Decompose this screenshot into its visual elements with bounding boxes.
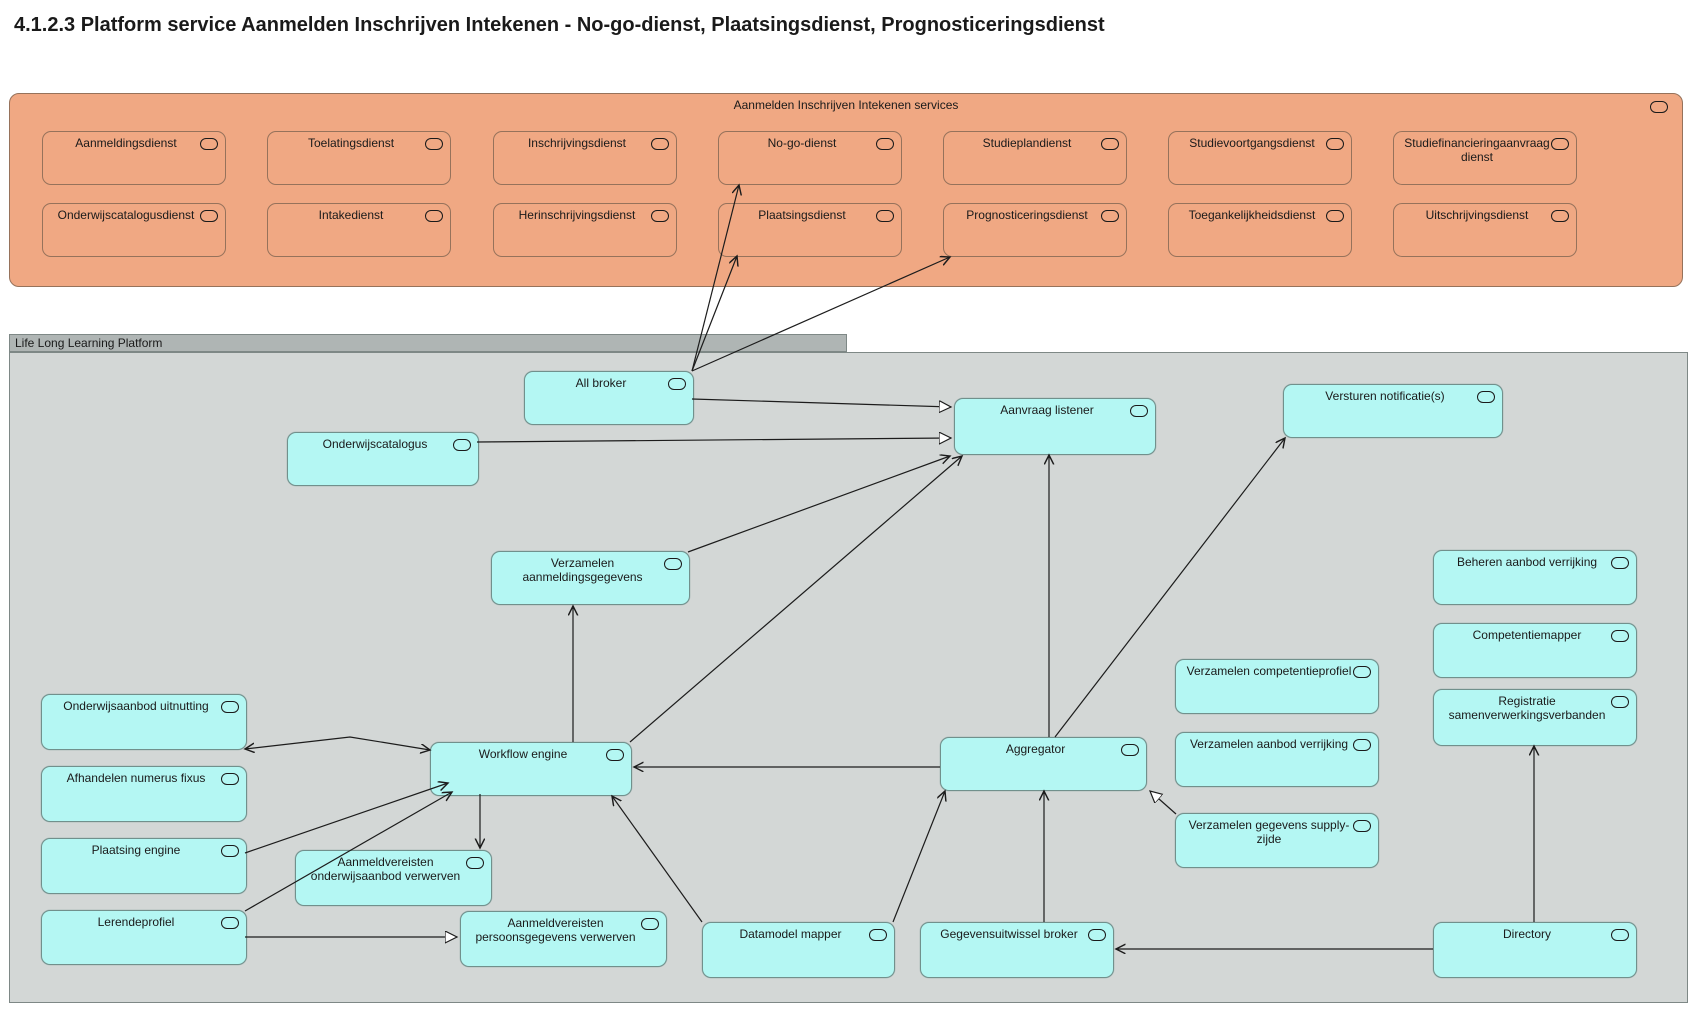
platform-group-tab: Life Long Learning Platform: [9, 334, 847, 352]
application-service-icon: [1353, 820, 1371, 832]
service-aanmeldingsdienst: Aanmeldingsdienst: [42, 131, 226, 185]
application-service-icon: [1130, 405, 1148, 417]
application-service-icon: [876, 138, 894, 150]
application-service-icon: [1101, 210, 1119, 222]
service-studiefinancieringaanvraagdienst: Studiefinancieringaanvraagdienst: [1393, 131, 1577, 185]
application-service-icon: [1121, 744, 1139, 756]
component-verzamelen-gegevens-supply: Verzamelen gegevens supply-zijde: [1175, 813, 1379, 868]
component-afhandelen-numerus-fixus: Afhandelen numerus fixus: [41, 766, 247, 822]
application-service-icon: [1353, 666, 1371, 678]
platform-group-body: [9, 352, 1688, 1003]
application-service-icon: [651, 210, 669, 222]
service-studieplandienst: Studieplandienst: [943, 131, 1127, 185]
component-directory: Directory: [1433, 922, 1637, 978]
component-verzamelen-competentieprofiel: Verzamelen competentieprofiel: [1175, 659, 1379, 714]
page-title: 4.1.2.3 Platform service Aanmelden Insch…: [14, 14, 1105, 36]
application-service-icon: [466, 857, 484, 869]
application-service-icon: [453, 439, 471, 451]
application-service-icon: [1551, 138, 1569, 150]
application-service-icon: [1088, 929, 1106, 941]
component-aggregator: Aggregator: [940, 737, 1147, 791]
component-onderwijscatalogus: Onderwijscatalogus: [287, 432, 479, 486]
component-beheren-aanbod-verrijking: Beheren aanbod verrijking: [1433, 550, 1637, 605]
application-service-icon: [200, 210, 218, 222]
component-registratie-samenverwerkingsverbanden: Registratie samenverwerkingsverbanden: [1433, 689, 1637, 746]
platform-group-label: Life Long Learning Platform: [15, 336, 163, 350]
application-service-icon: [221, 845, 239, 857]
application-service-icon: [221, 701, 239, 713]
component-lerendeprofiel: Lerendeprofiel: [41, 910, 247, 965]
application-service-icon: [200, 138, 218, 150]
application-service-icon: [664, 558, 682, 570]
application-service-icon: [1650, 101, 1668, 113]
application-service-icon: [1611, 630, 1629, 642]
component-competentiemapper: Competentiemapper: [1433, 623, 1637, 678]
application-service-icon: [221, 773, 239, 785]
application-service-icon: [221, 917, 239, 929]
application-service-icon: [1101, 138, 1119, 150]
component-aanmeldvereisten-persoonsgegevens: Aanmeldvereisten persoonsgegevens verwer…: [460, 911, 667, 967]
service-onderwijscatalogusdienst: Onderwijscatalogusdienst: [42, 203, 226, 257]
application-service-icon: [1611, 696, 1629, 708]
component-datamodel-mapper: Datamodel mapper: [702, 922, 895, 978]
service-prognosticeringsdienst: Prognosticeringsdienst: [943, 203, 1127, 257]
application-service-icon: [1551, 210, 1569, 222]
component-aanmeldvereisten-onderwijsaanbod: Aanmeldvereisten onderwijsaanbod verwerv…: [295, 850, 492, 906]
application-service-icon: [1326, 210, 1344, 222]
component-onderwijsaanbod-uitnutting: Onderwijsaanbod uitnutting: [41, 694, 247, 750]
component-versturen-notificaties: Versturen notificatie(s): [1283, 384, 1503, 438]
component-plaatsing-engine: Plaatsing engine: [41, 838, 247, 894]
component-gegevensuitwissel-broker: Gegevensuitwissel broker: [920, 922, 1114, 978]
service-uitschrijvingsdienst: Uitschrijvingsdienst: [1393, 203, 1577, 257]
component-all-broker: All broker: [524, 371, 694, 425]
component-workflow-engine: Workflow engine: [430, 742, 632, 796]
application-service-icon: [1611, 557, 1629, 569]
application-service-icon: [606, 749, 624, 761]
application-service-icon: [651, 138, 669, 150]
application-service-icon: [869, 929, 887, 941]
service-no-go-dienst: No-go-dienst: [718, 131, 902, 185]
application-service-icon: [1326, 138, 1344, 150]
application-service-icon: [425, 210, 443, 222]
component-verzamelen-aanbod-verrijking: Verzamelen aanbod verrijking: [1175, 732, 1379, 787]
application-service-icon: [668, 378, 686, 390]
application-service-icon: [425, 138, 443, 150]
services-group: Aanmelden Inschrijven Intekenen services: [9, 93, 1683, 287]
service-toegankelijkheidsdienst: Toegankelijkheidsdienst: [1168, 203, 1352, 257]
application-service-icon: [1477, 391, 1495, 403]
application-service-icon: [876, 210, 894, 222]
service-plaatsingsdienst: Plaatsingsdienst: [718, 203, 902, 257]
component-aanvraag-listener: Aanvraag listener: [954, 398, 1156, 455]
application-service-icon: [1611, 929, 1629, 941]
service-herinschrijvingsdienst: Herinschrijvingsdienst: [493, 203, 677, 257]
service-toelatingsdienst: Toelatingsdienst: [267, 131, 451, 185]
application-service-icon: [641, 918, 659, 930]
service-studievoortgangsdienst: Studievoortgangsdienst: [1168, 131, 1352, 185]
service-intakedienst: Intakedienst: [267, 203, 451, 257]
component-verzamelen-aanmeldingsgegevens: Verzamelen aanmeldingsgegevens: [491, 551, 690, 605]
service-inschrijvingsdienst: Inschrijvingsdienst: [493, 131, 677, 185]
application-service-icon: [1353, 739, 1371, 751]
services-group-label: Aanmelden Inschrijven Intekenen services: [733, 98, 959, 112]
